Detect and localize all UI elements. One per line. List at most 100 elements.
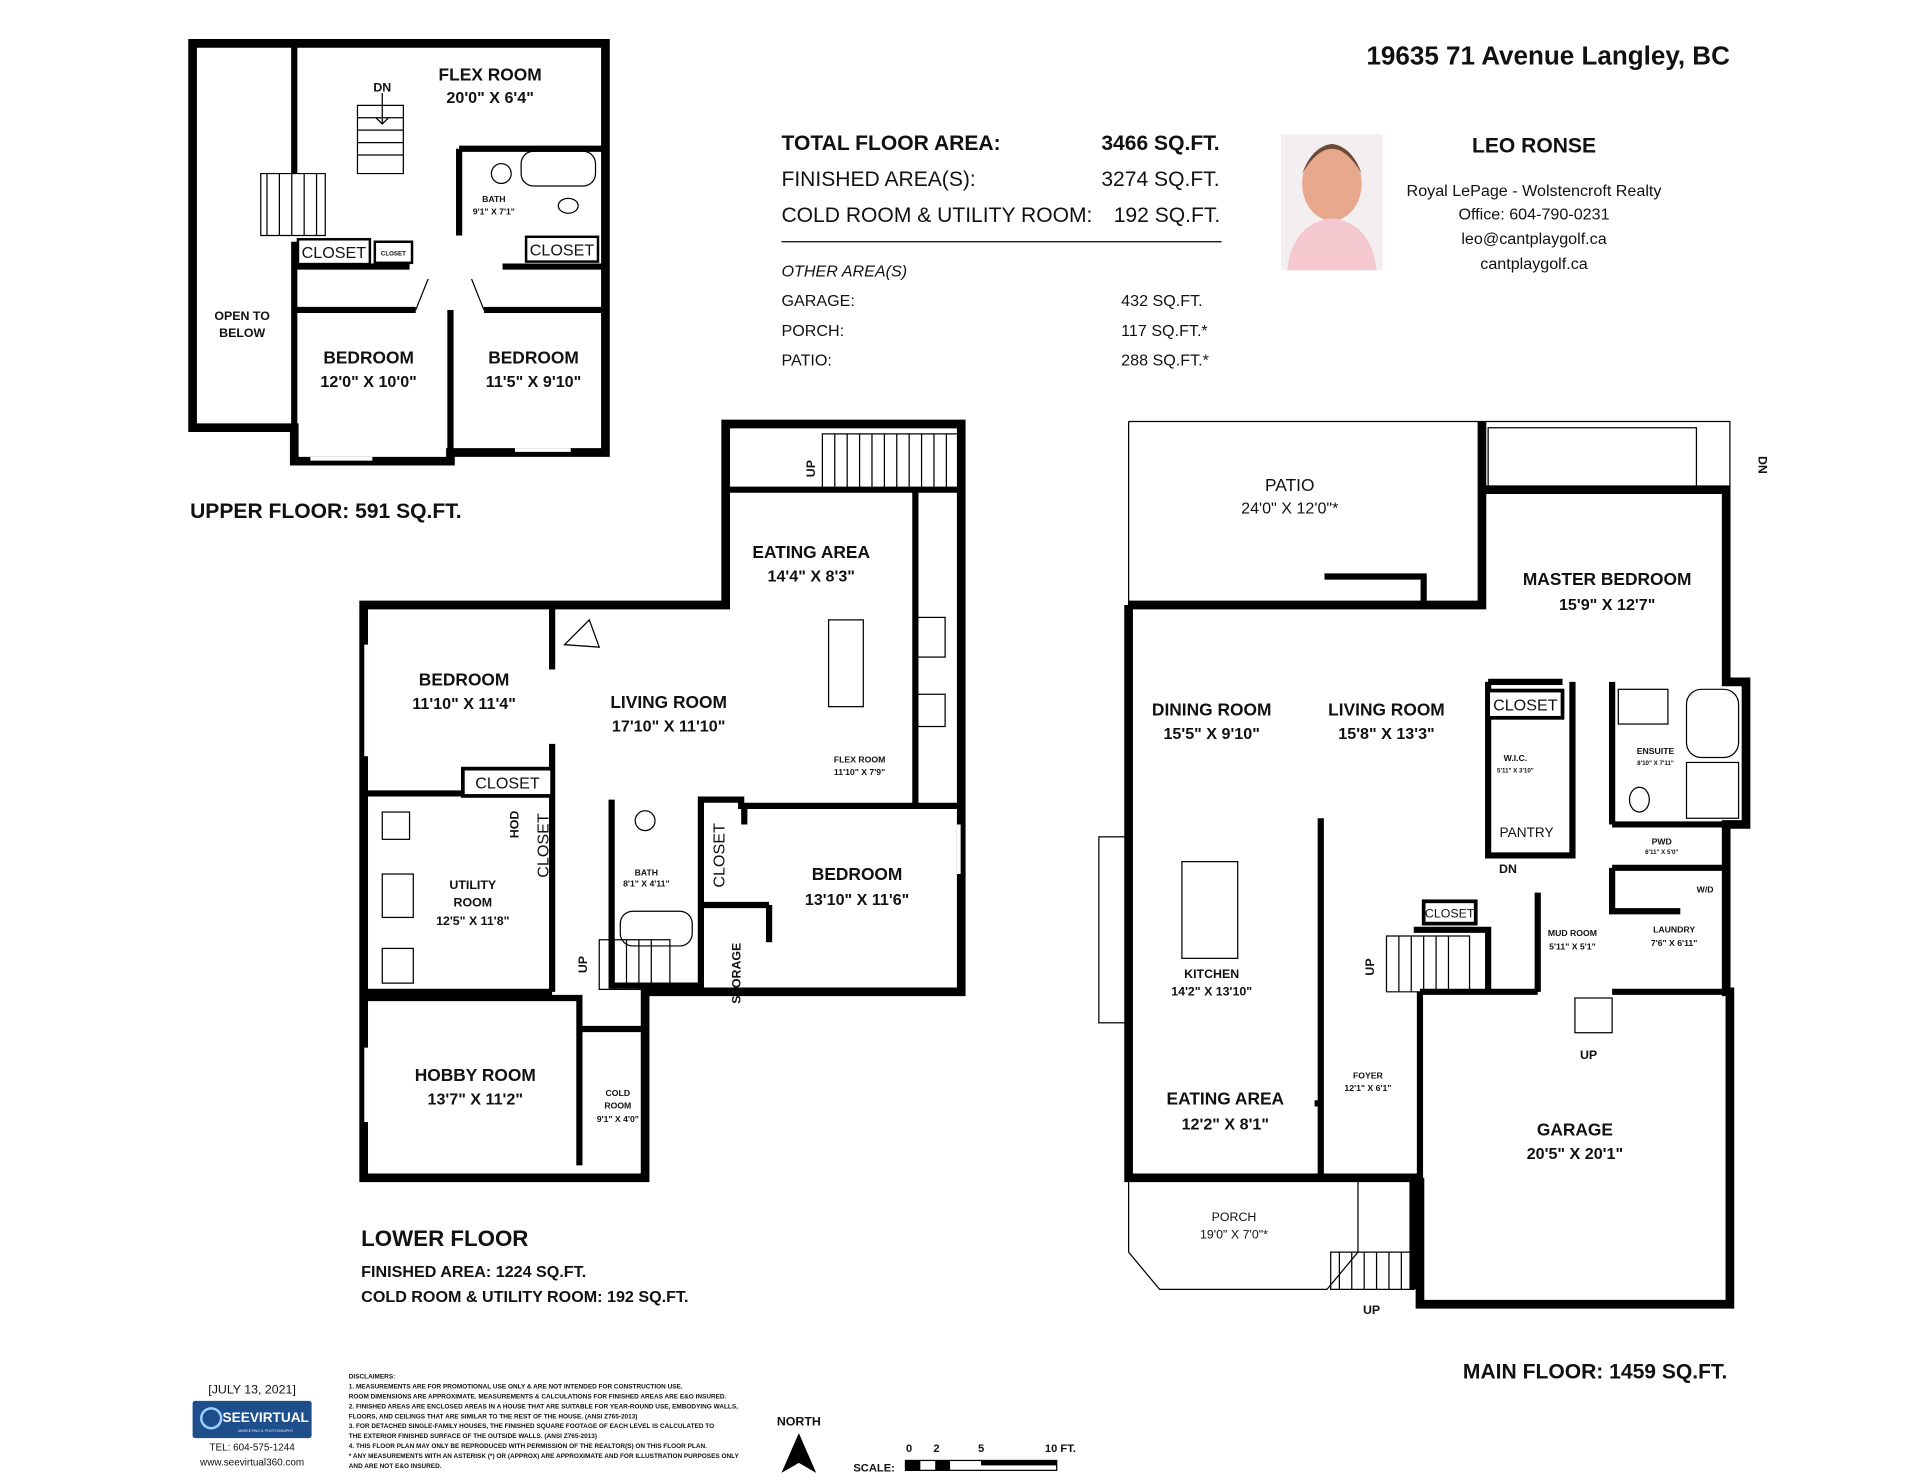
utility-name-1: UTILITY [449,878,496,892]
upper-floor-plan: FLEX ROOM 20'0" X 6'4" BATH 9'1" X 7'1" … [188,39,610,466]
patio-dim: 24'0" X 12'0"* [1241,499,1339,517]
cold-room-name-2: ROOM [604,1100,631,1110]
logo-subtext: MARKETING & PHOTOGRAPHY [238,1429,294,1433]
mud-room-name: MUD ROOM [1548,928,1597,938]
main-eating-name: EATING AREA [1167,1089,1285,1109]
agent-company: Royal LePage - Wolstencroft Realty [1407,182,1663,200]
scale-bar [904,1459,1058,1471]
upper-bedroom-1-dim: 12'0" X 10'0" [320,373,416,391]
utility-dim: 12'5" X 11'8" [436,914,509,928]
other-area-label: PORCH: [781,322,844,340]
foyer-dim: 12'1" X 6'1" [1344,1083,1391,1093]
ensuite-name: ENSUITE [1637,746,1675,756]
finished-area-value: 3274 SQ.FT. [1101,168,1219,191]
porch-dim: 19'0" X 7'0"* [1200,1228,1268,1242]
main-eating-dim: 12'2" X 8'1" [1182,1115,1269,1133]
lower-eating-name: EATING AREA [752,542,870,562]
patio-name: PATIO [1265,475,1314,495]
other-area-label: GARAGE: [781,292,854,310]
main-floor-plan: PATIO 24'0" X 12'0"* MASTER BEDROOM 15'9… [1098,420,1769,1317]
disclaimer-line: THE EXTERIOR FINISHED SURFACE OF THE OUT… [349,1433,597,1440]
dining-room-name: DINING ROOM [1152,699,1271,719]
total-area-label: TOTAL FLOOR AREA: [781,132,1000,155]
washer-dryer-label: W/D [1697,885,1714,895]
plan-date: [JULY 13, 2021] [208,1382,296,1396]
main-up-label-3: UP [1363,1303,1380,1317]
main-living-name: LIVING ROOM [1328,699,1445,719]
seevirtual-web[interactable]: www.seevirtual360.com [199,1457,304,1468]
disclaimers: DISCLAIMERS: 1. MEASUREMENTS ARE FOR PRO… [349,1374,740,1470]
total-area-value: 3466 SQ.FT. [1101,132,1219,155]
lower-finished-area: FINISHED AREA: 1224 SQ.FT. [361,1263,586,1281]
cold-room-dim: 9'1" X 4'0" [597,1114,639,1124]
agent-office: Office: 604-790-0231 [1458,205,1609,223]
agent-card: LEO RONSE Royal LePage - Wolstencroft Re… [1281,133,1663,273]
upper-flex-room-dim: 20'0" X 6'4" [446,89,533,107]
footer: [JULY 13, 2021] SEEVIRTUAL MARKETING & P… [192,1374,1076,1475]
disclaimer-line: 2. FINISHED AREAS ARE ENCLOSED AREAS IN … [349,1403,738,1410]
scale-tick: 2 [933,1443,939,1455]
pantry-label: PANTRY [1500,825,1554,840]
garage-dim: 20'5" X 20'1" [1527,1145,1623,1163]
north-label: NORTH [777,1415,821,1429]
wic-dim: 5'11" X 3'10" [1497,767,1534,774]
lower-bedroom-2-name: BEDROOM [812,864,903,884]
laundry-dim: 7'6" X 6'11" [1651,938,1698,948]
master-bedroom-dim: 15'9" X 12'7" [1559,596,1655,614]
lower-living-name: LIVING ROOM [610,692,727,712]
agent-website[interactable]: cantplaygolf.ca [1480,255,1588,273]
upper-flex-room-name: FLEX ROOM [439,65,542,85]
lower-floor-title: LOWER FLOOR [361,1226,528,1251]
disclaimer-line: * ANY MEASUREMENTS WITH AN ASTERISK (*) … [349,1453,740,1460]
cold-room-name-1: COLD [606,1088,631,1098]
upper-closet-2: CLOSET [530,241,595,259]
kitchen-dim: 14'2" X 13'10" [1171,985,1252,999]
upper-bedroom-1-name: BEDROOM [323,347,414,367]
ensuite-dim: 8'10" X 7'11" [1637,760,1674,767]
main-dn-label-2: DN [1499,862,1517,876]
pwd-dim: 6'11" X 5'0" [1645,849,1678,856]
seevirtual-logo: SEEVIRTUAL MARKETING & PHOTOGRAPHY [192,1400,312,1439]
cold-room-value: 192 SQ.FT. [1114,204,1221,227]
seevirtual-tel: TEL: 604-575-1244 [209,1443,295,1454]
scale-tick: 10 FT. [1045,1443,1076,1455]
master-closet: CLOSET [1493,696,1558,714]
scale-label: SCALE: [853,1463,894,1475]
porch-name: PORCH [1212,1210,1257,1224]
lower-bath-name: BATH [635,867,658,877]
main-closet: CLOSET [1425,906,1475,920]
other-areas-heading: OTHER AREA(S) [781,262,907,280]
disclaimer-line: 3. FOR DETACHED SINGLE-FAMILY HOUSES, TH… [349,1423,714,1430]
master-bedroom-name: MASTER BEDROOM [1523,569,1692,589]
open-to-below-2: BELOW [219,326,265,340]
lower-bedroom-1-name: BEDROOM [419,670,510,690]
upper-floor-title: UPPER FLOOR: 591 SQ.FT. [190,500,462,523]
disclaimer-line: 4. THIS FLOOR PLAN MAY ONLY BE REPRODUCE… [349,1443,707,1450]
main-living-dim: 15'8" X 13'3" [1338,725,1434,743]
upper-bedroom-2-name: BEDROOM [488,347,579,367]
garage-name: GARAGE [1537,1120,1613,1140]
main-up-label-2: UP [1580,1048,1597,1062]
lower-closet-3: CLOSET [710,823,728,888]
upper-bath-name: BATH [482,194,505,204]
agent-photo [1281,133,1383,271]
lower-flex-dim: 11'10" X 7'9" [834,767,885,777]
upper-bath-dim: 9'1" X 7'1" [473,206,515,216]
lower-bath-dim: 8'1" X 4'11" [623,878,670,888]
hobby-room-name: HOBBY ROOM [415,1065,536,1085]
area-summary: TOTAL FLOOR AREA: 3466 SQ.FT. FINISHED A… [781,132,1222,370]
disclaimer-line: AND ARE NOT E&O INSURED. [349,1463,442,1470]
lower-closet-1: CLOSET [475,774,540,792]
wic-name: W.I.C. [1504,753,1528,763]
mud-room-dim: 5'11" X 5'1" [1549,942,1596,952]
north-arrow-icon [781,1433,817,1473]
pwd-name: PWD [1652,836,1672,846]
dining-room-dim: 15'5" X 9'10" [1163,725,1259,743]
lower-up-label-1: UP [804,460,818,477]
agent-email[interactable]: leo@cantplaygolf.ca [1461,230,1606,248]
hod-label: HOD [508,811,522,839]
cold-room-label: COLD ROOM & UTILITY ROOM: [781,204,1092,227]
disclaimer-line: 1. MEASUREMENTS ARE FOR PROMOTIONAL USE … [349,1384,683,1391]
utility-name-2: ROOM [454,895,493,909]
laundry-name: LAUNDRY [1653,924,1695,934]
